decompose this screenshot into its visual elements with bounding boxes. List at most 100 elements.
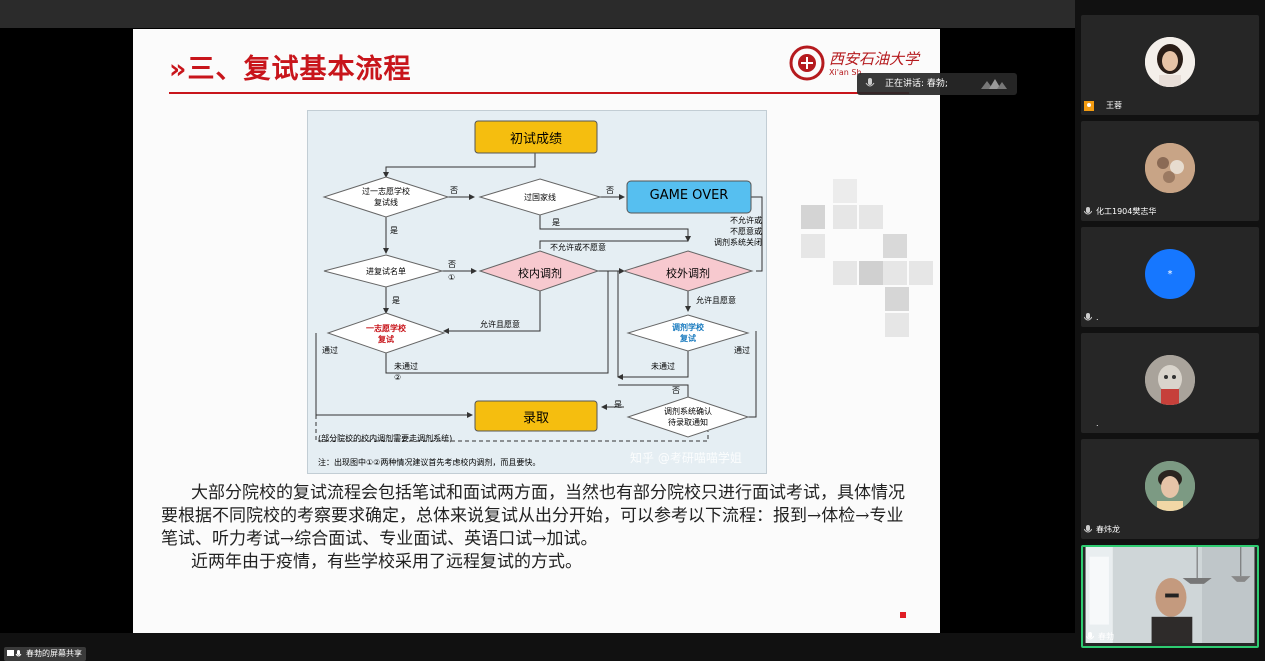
top-bar: [0, 0, 1075, 28]
not-allow-label: 不允许或不愿意: [550, 243, 606, 252]
circle-one: ①: [448, 273, 456, 282]
microphone-icon: [1084, 525, 1092, 533]
decor-square: [833, 261, 857, 285]
asterisk-avatar-icon: *: [1145, 249, 1195, 299]
decor-square: [909, 261, 933, 285]
label-line: 复试: [378, 335, 394, 344]
slide-marker-dot: [900, 612, 906, 618]
label-line: 调剂系统确认: [664, 407, 712, 416]
decor-square: [801, 205, 825, 229]
decor-square: [885, 287, 909, 311]
adjust-retest-label: 调剂学校 复试: [648, 322, 728, 344]
yes-label: 是: [390, 226, 398, 235]
decor-square: [801, 234, 825, 258]
watermark: 知乎 @考研喵喵学姐: [630, 451, 742, 465]
game-over-label: GAME OVER: [649, 188, 729, 203]
participant-name: 王蓉: [1084, 101, 1122, 111]
decor-square: [833, 205, 857, 229]
participant-name-text: 春勃: [1098, 632, 1114, 641]
participant-tile[interactable]: 王蓉: [1081, 15, 1259, 115]
camera-video-icon: [1085, 547, 1255, 643]
decor-square: [883, 261, 907, 285]
label-line: 调剂学校: [672, 323, 704, 332]
participant-name: 春炜龙: [1084, 525, 1120, 535]
internal-adjust-diamond: [478, 250, 600, 292]
participant-name-text: .: [1096, 313, 1099, 322]
decision-first-choice-line: [322, 176, 450, 218]
user-avatar-photo-icon: [1145, 461, 1195, 511]
start-box: [474, 120, 598, 154]
logo-text: 西安石油大学: [829, 50, 920, 68]
slide-body-text: 大部分院校的复试流程会包括笔试和面试两方面，当然也有部分院校只进行面试考试，具体…: [161, 482, 911, 574]
participant-tile[interactable]: 春炜龙: [1081, 439, 1259, 539]
screen-share-icon: [7, 650, 22, 657]
retest-list-label: 进复试名单: [366, 267, 406, 276]
national-line-label: 过国家线: [524, 193, 556, 202]
bottom-bar: [0, 633, 1075, 661]
avatar-initial: *: [1167, 268, 1173, 280]
fail-label: 未通过: [394, 362, 418, 371]
flowchart-canvas: [315, 120, 763, 442]
label-line: 调剂系统关闭: [714, 238, 762, 247]
no-label: 否: [448, 260, 456, 269]
logo-subtext: Xi'an Sh: [829, 68, 862, 77]
yes-label: 是: [614, 400, 622, 409]
participant-name: 化工1904樊志华: [1084, 207, 1156, 217]
external-adjust-label: 校外调剂: [666, 267, 710, 280]
participant-name: 春勃: [1086, 632, 1114, 642]
participant-tile[interactable]: .: [1081, 333, 1259, 433]
participant-tile[interactable]: * .: [1081, 227, 1259, 327]
admit-label: 录取: [522, 411, 549, 426]
dashed-note: (部分院校的校内调剂需要走调剂系统): [318, 434, 453, 443]
participant-tile-active[interactable]: 春勃: [1081, 545, 1259, 648]
pass-right-label: 通过: [734, 346, 750, 355]
no-label: 否: [606, 186, 614, 195]
paragraph: 近两年由于疫情，有些学校采用了远程复试的方式。: [191, 552, 582, 572]
microphone-icon: [865, 78, 875, 87]
decor-square: [859, 261, 883, 285]
user-avatar-photo-icon: [1145, 143, 1195, 193]
user-avatar-photo-icon: [1145, 37, 1195, 87]
screen-share-label[interactable]: 春勃的屏幕共享: [4, 647, 86, 661]
participant-name-text: 春炜龙: [1096, 525, 1120, 534]
participant-name: .: [1084, 313, 1099, 323]
circle-two: ②: [394, 373, 402, 382]
participant-name-text: 王蓉: [1106, 101, 1122, 110]
game-over-box: [626, 180, 752, 214]
audio-level-icon: [981, 79, 1007, 89]
paragraph: 大部分院校的复试流程会包括笔试和面试两方面，当然也有部分院校只进行面试考试，具体…: [161, 483, 905, 549]
yes-label: 是: [392, 296, 400, 305]
decor-square: [885, 313, 909, 337]
no-label: 否: [450, 186, 458, 195]
decor-square: [833, 179, 857, 203]
speaking-text: 正在讲话: 春勃;: [885, 79, 948, 89]
decision-first-choice-retest: [326, 312, 446, 354]
user-avatar-photo-icon: [1145, 355, 1195, 405]
microphone-icon: [1084, 313, 1092, 321]
microphone-icon: [1086, 632, 1094, 640]
flowchart: 初试成绩 GAME OVER 录取 过一志愿学校 复试线 否 过国家线 否 是 …: [307, 110, 767, 474]
label-line: 复试: [680, 334, 696, 343]
decor-square: [883, 234, 907, 258]
microphone-icon: [1084, 101, 1094, 111]
label-line: 不允许或: [730, 216, 762, 225]
label-line: 过一志愿学校: [362, 187, 410, 196]
title-marker: »: [169, 54, 188, 85]
label-line: 一志愿学校: [366, 324, 406, 333]
label-line: 复试线: [374, 198, 398, 207]
decision-confirm: [626, 396, 750, 438]
participant-name-text: 化工1904樊志华: [1096, 207, 1157, 216]
slide-title: »三、复试基本流程: [169, 47, 411, 86]
yes-label: 是: [552, 218, 560, 227]
decision-national-line: [478, 178, 602, 216]
start-label: 初试成绩: [509, 132, 562, 147]
admit-box: [474, 400, 598, 432]
decor-square: [859, 205, 883, 229]
external-adjust-diamond: [622, 250, 754, 292]
pass-left-label: 通过: [322, 346, 338, 355]
university-seal-icon: [789, 45, 825, 81]
participant-tile[interactable]: 化工1904樊志华: [1081, 121, 1259, 221]
confirm-label: 调剂系统确认 待录取通知: [644, 406, 732, 428]
participant-name: .: [1084, 419, 1099, 429]
